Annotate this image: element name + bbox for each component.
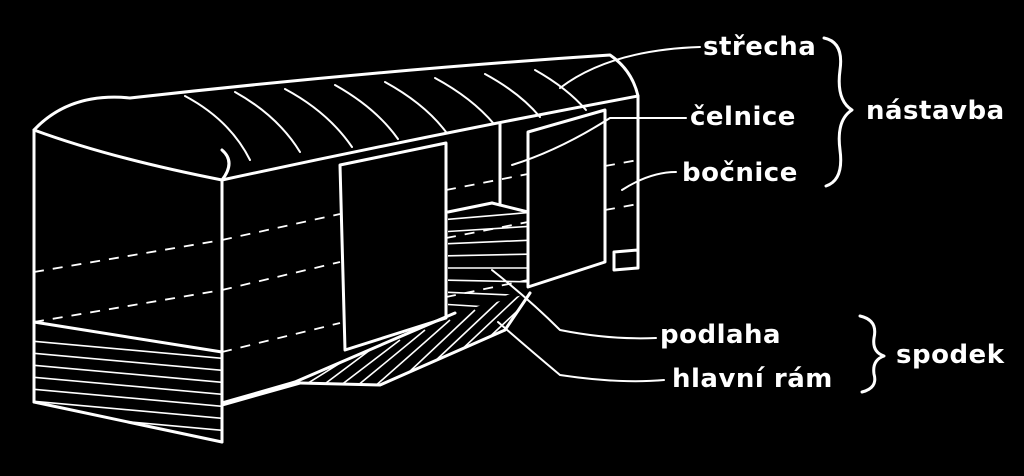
label-roof: střecha <box>703 34 816 60</box>
label-floor: podlaha <box>660 322 781 348</box>
braces <box>824 38 884 392</box>
roof <box>34 55 638 180</box>
label-underframe: spodek <box>896 342 1005 368</box>
hidden-lines <box>34 160 638 352</box>
car-body <box>34 96 638 442</box>
underframe-hatching <box>20 212 545 444</box>
label-side-wall: bočnice <box>682 160 798 186</box>
label-superstructure: nástavba <box>866 98 1005 124</box>
label-end-wall: čelnice <box>690 104 796 130</box>
label-main-frame: hlavní rám <box>672 366 833 392</box>
